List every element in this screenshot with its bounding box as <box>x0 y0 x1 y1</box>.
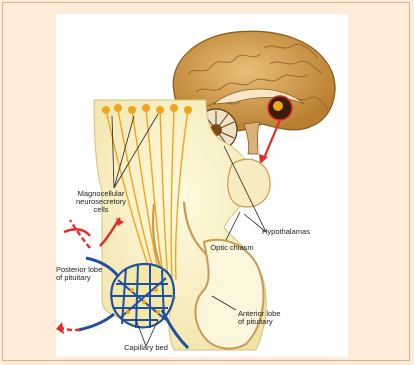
hypothalamus-label: Hypothalamas <box>262 228 322 236</box>
diagram-panel: Magnocellular neurosecretory cells Hypot… <box>56 14 348 357</box>
pituitary-diagram <box>56 14 348 357</box>
anterior-lobe-label: Anterior lobe of pituitary <box>238 310 300 326</box>
optic-chiasm-label: Optic chiasm <box>204 244 260 252</box>
posterior-lobe-label: Posterior lobe of pituitary <box>56 266 112 282</box>
magnocellular-label: Magnocellular neurosecretory cells <box>68 190 134 214</box>
capillary-bed-label: Capillary bed <box>116 344 176 352</box>
